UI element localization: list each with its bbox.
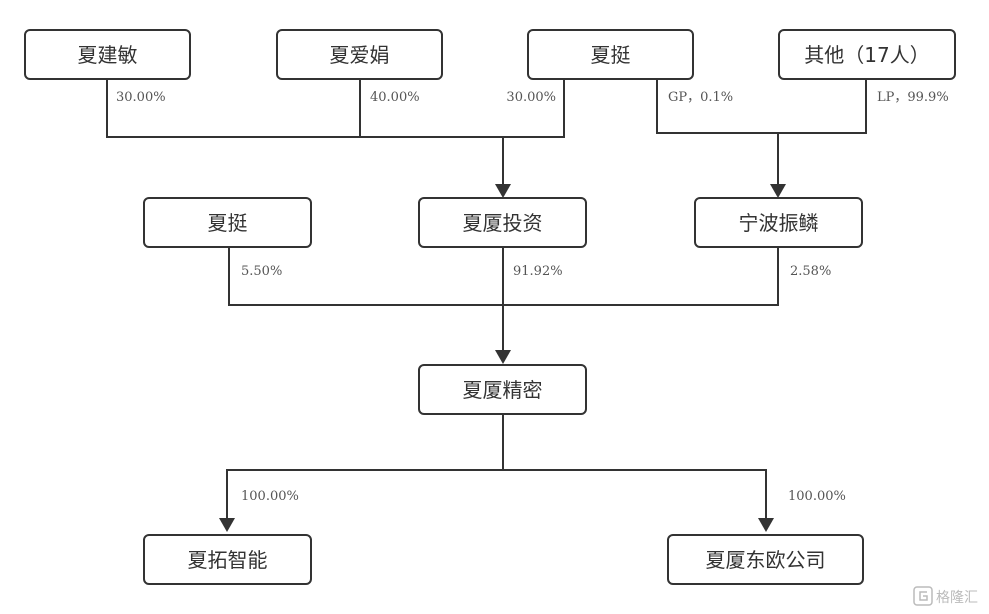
arrow-to-xiatuo bbox=[219, 518, 235, 532]
label-investment-precision-pct: 91.92% bbox=[513, 264, 563, 279]
node-xiasha-precision-label: 夏厦精密 bbox=[463, 378, 543, 402]
label-ting-investment-pct: 30.00% bbox=[506, 90, 556, 105]
watermark-logo-icon bbox=[913, 586, 933, 606]
node-xia-jianmin: 夏建敏 bbox=[24, 29, 191, 80]
node-xiasha-investment: 夏厦投资 bbox=[418, 197, 587, 248]
node-xia-ting-top: 夏挺 bbox=[527, 29, 694, 80]
node-xiasha-dongou-label: 夏厦东欧公司 bbox=[706, 548, 826, 572]
connector-top-merge bbox=[106, 79, 565, 138]
node-xiatuo-intelligent: 夏拓智能 bbox=[143, 534, 312, 585]
label-zhenlin-precision-pct: 2.58% bbox=[790, 264, 831, 279]
node-xia-ting-top-label: 夏挺 bbox=[591, 43, 631, 67]
arrow-to-dongou bbox=[758, 518, 774, 532]
connector-zhenlin-merge bbox=[656, 79, 867, 134]
edge-labels: 30.00% 40.00% 30.00% GP，0.1% LP，99.9% 5.… bbox=[116, 90, 949, 504]
node-xiatuo-intelligent-label: 夏拓智能 bbox=[188, 548, 268, 572]
watermark-text: 格隆汇 bbox=[936, 590, 978, 606]
arrow-to-zhenlin bbox=[770, 184, 786, 198]
connectors-zhenlin bbox=[656, 79, 867, 198]
node-others: 其他（17人） bbox=[778, 29, 956, 80]
label-precision-dongou-pct: 100.00% bbox=[788, 489, 846, 504]
label-others-zhenlin-pct: LP，99.9% bbox=[877, 90, 949, 105]
node-xia-aijuan: 夏爱娟 bbox=[276, 29, 443, 80]
arrow-to-precision bbox=[495, 350, 511, 364]
watermark: 格隆汇 bbox=[913, 586, 978, 606]
connector-bottom-split bbox=[226, 469, 767, 520]
label-ting-precision-pct: 5.50% bbox=[241, 264, 282, 279]
node-xia-jianmin-label: 夏建敏 bbox=[78, 43, 138, 67]
label-jianmin-pct: 30.00% bbox=[116, 90, 166, 105]
connectors-middle bbox=[228, 247, 779, 364]
arrow-to-investment bbox=[495, 184, 511, 198]
node-ningbo-zhenlin-label: 宁波振鳞 bbox=[739, 211, 819, 235]
node-xia-aijuan-label: 夏爱娟 bbox=[330, 43, 390, 67]
connectors-bottom bbox=[219, 414, 774, 532]
node-xia-ting-mid-label: 夏挺 bbox=[208, 211, 248, 235]
node-xiasha-dongou: 夏厦东欧公司 bbox=[667, 534, 864, 585]
node-xiasha-investment-label: 夏厦投资 bbox=[463, 211, 543, 235]
node-ningbo-zhenlin: 宁波振鳞 bbox=[694, 197, 863, 248]
label-aijuan-pct: 40.00% bbox=[370, 90, 420, 105]
node-others-label: 其他（17人） bbox=[804, 43, 929, 67]
label-ting-zhenlin-pct: GP，0.1% bbox=[668, 90, 733, 105]
watermark-logo-glyph-icon bbox=[919, 591, 928, 601]
node-xiasha-precision: 夏厦精密 bbox=[418, 364, 587, 415]
node-xia-ting-mid: 夏挺 bbox=[143, 197, 312, 248]
label-precision-xiatuo-pct: 100.00% bbox=[241, 489, 299, 504]
connectors-top bbox=[106, 79, 565, 198]
